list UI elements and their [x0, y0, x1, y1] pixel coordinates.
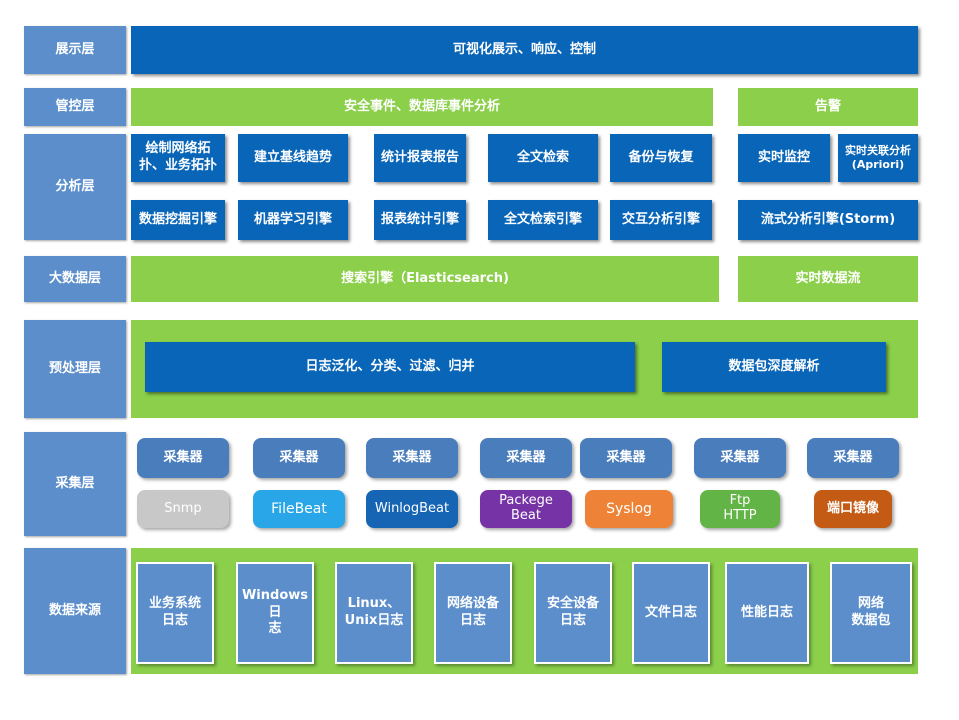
agent-port-mirror: 端口镜像: [814, 490, 892, 528]
source-windows-log: Windows日 志: [236, 562, 314, 664]
source-file-log: 文件日志: [632, 562, 710, 664]
realtime-stream-box: 实时数据流: [738, 256, 918, 302]
fulltext-search-box: 全文检索: [488, 134, 598, 182]
agent-packetbeat: Packege Beat: [480, 490, 572, 528]
layer-label-preprocess: 预处理层: [24, 320, 126, 418]
packet-parse-box: 数据包深度解析: [662, 342, 886, 392]
collector-4: 采集器: [480, 438, 572, 478]
backup-restore-box: 备份与恢复: [610, 134, 712, 182]
realtime-monitor-box: 实时监控: [738, 134, 830, 182]
fulltext-engine-box: 全文检索引擎: [488, 200, 598, 240]
topology-box: 绘制网络拓 扑、业务拓扑: [131, 134, 225, 182]
security-event-analysis-box: 安全事件、数据库事件分析: [131, 88, 713, 126]
agent-syslog: Syslog: [585, 490, 673, 528]
report-engine-box: 报表统计引擎: [374, 200, 466, 240]
collector-1: 采集器: [137, 438, 229, 478]
collector-7: 采集器: [807, 438, 899, 478]
source-business-log: 业务系统 日志: [136, 562, 214, 664]
interactive-engine-box: 交互分析引擎: [610, 200, 712, 240]
collector-2: 采集器: [253, 438, 345, 478]
agent-filebeat: FileBeat: [253, 490, 345, 528]
collector-3: 采集器: [366, 438, 458, 478]
collector-5: 采集器: [580, 438, 672, 478]
layer-label-source: 数据来源: [24, 548, 126, 674]
agent-snmp: Snmp: [137, 490, 229, 528]
layer-label-analysis: 分析层: [24, 134, 126, 240]
statistics-report-box: 统计报表报告: [374, 134, 466, 182]
source-linux-log: Linux、 Unix日志: [335, 562, 413, 664]
log-normalize-box: 日志泛化、分类、过滤、归并: [145, 342, 635, 392]
data-mining-engine-box: 数据挖掘引擎: [131, 200, 225, 240]
stream-engine-box: 流式分析引擎(Storm): [738, 200, 918, 240]
source-network-device-log: 网络设备 日志: [434, 562, 512, 664]
layer-label-management: 管控层: [24, 88, 126, 126]
layer-label-presentation: 展示层: [24, 26, 126, 74]
layer-label-bigdata: 大数据层: [24, 256, 126, 302]
visualization-box: 可视化展示、响应、控制: [131, 26, 918, 74]
alarm-box: 告警: [738, 88, 918, 126]
baseline-trend-box: 建立基线趋势: [238, 134, 348, 182]
realtime-correlation-box: 实时关联分析 (Apriori): [838, 134, 918, 182]
machine-learning-engine-box: 机器学习引擎: [238, 200, 348, 240]
search-engine-box: 搜索引擎（Elasticsearch): [131, 256, 719, 302]
layer-label-collection: 采集层: [24, 432, 126, 536]
agent-winlogbeat: WinlogBeat: [366, 490, 458, 528]
source-security-device-log: 安全设备 日志: [534, 562, 612, 664]
collector-6: 采集器: [694, 438, 786, 478]
source-network-packet: 网络 数据包: [830, 562, 912, 664]
agent-ftp-http: Ftp HTTP: [700, 490, 780, 528]
source-performance-log: 性能日志: [725, 562, 809, 664]
